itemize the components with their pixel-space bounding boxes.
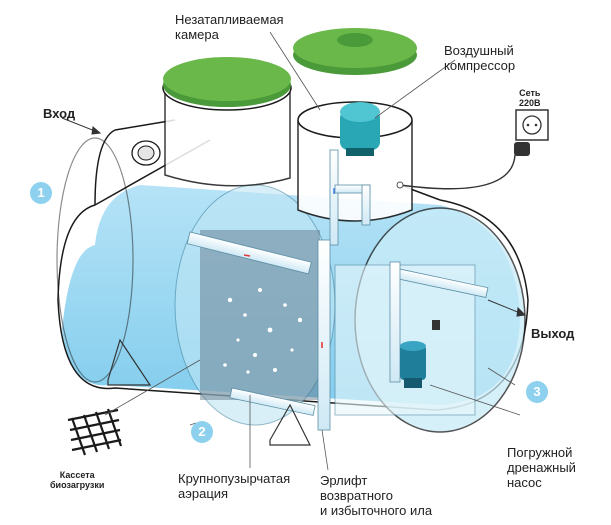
power-socket xyxy=(396,109,549,190)
aeration-bubbles xyxy=(223,288,303,374)
inlet-label: Вход xyxy=(43,106,76,121)
pump xyxy=(400,320,440,388)
partition-aeration xyxy=(174,184,336,426)
aeration-label: Крупнопузырчатая аэрация xyxy=(178,471,291,501)
power-label: Сеть 220В xyxy=(519,88,541,108)
right-lid xyxy=(293,28,417,75)
airlift-label: Эрлифт возвратного и избыточного ила xyxy=(320,473,433,518)
flow-arrows xyxy=(61,117,527,317)
zone-badge-3: 3 xyxy=(526,381,548,403)
bioload-cassette xyxy=(65,405,123,460)
outlet-label: Выход xyxy=(531,326,575,341)
air-pipes xyxy=(186,149,489,431)
inlet-pipe xyxy=(131,140,161,166)
compressor xyxy=(340,102,380,156)
pump-label: Погружной дренажный насос xyxy=(507,445,576,490)
bioload-label: Кассета биозагрузки xyxy=(50,470,105,490)
tank-supports xyxy=(107,338,311,446)
left-lid xyxy=(163,57,291,107)
compressor-label: Воздушный компрессор xyxy=(444,43,516,73)
zone-badge-1: 1 xyxy=(30,182,52,204)
sealed-chamber-label: Незатапливаемая камера xyxy=(175,12,284,42)
zone-badge-2: 2 xyxy=(191,421,213,443)
leader-lines xyxy=(104,31,521,471)
